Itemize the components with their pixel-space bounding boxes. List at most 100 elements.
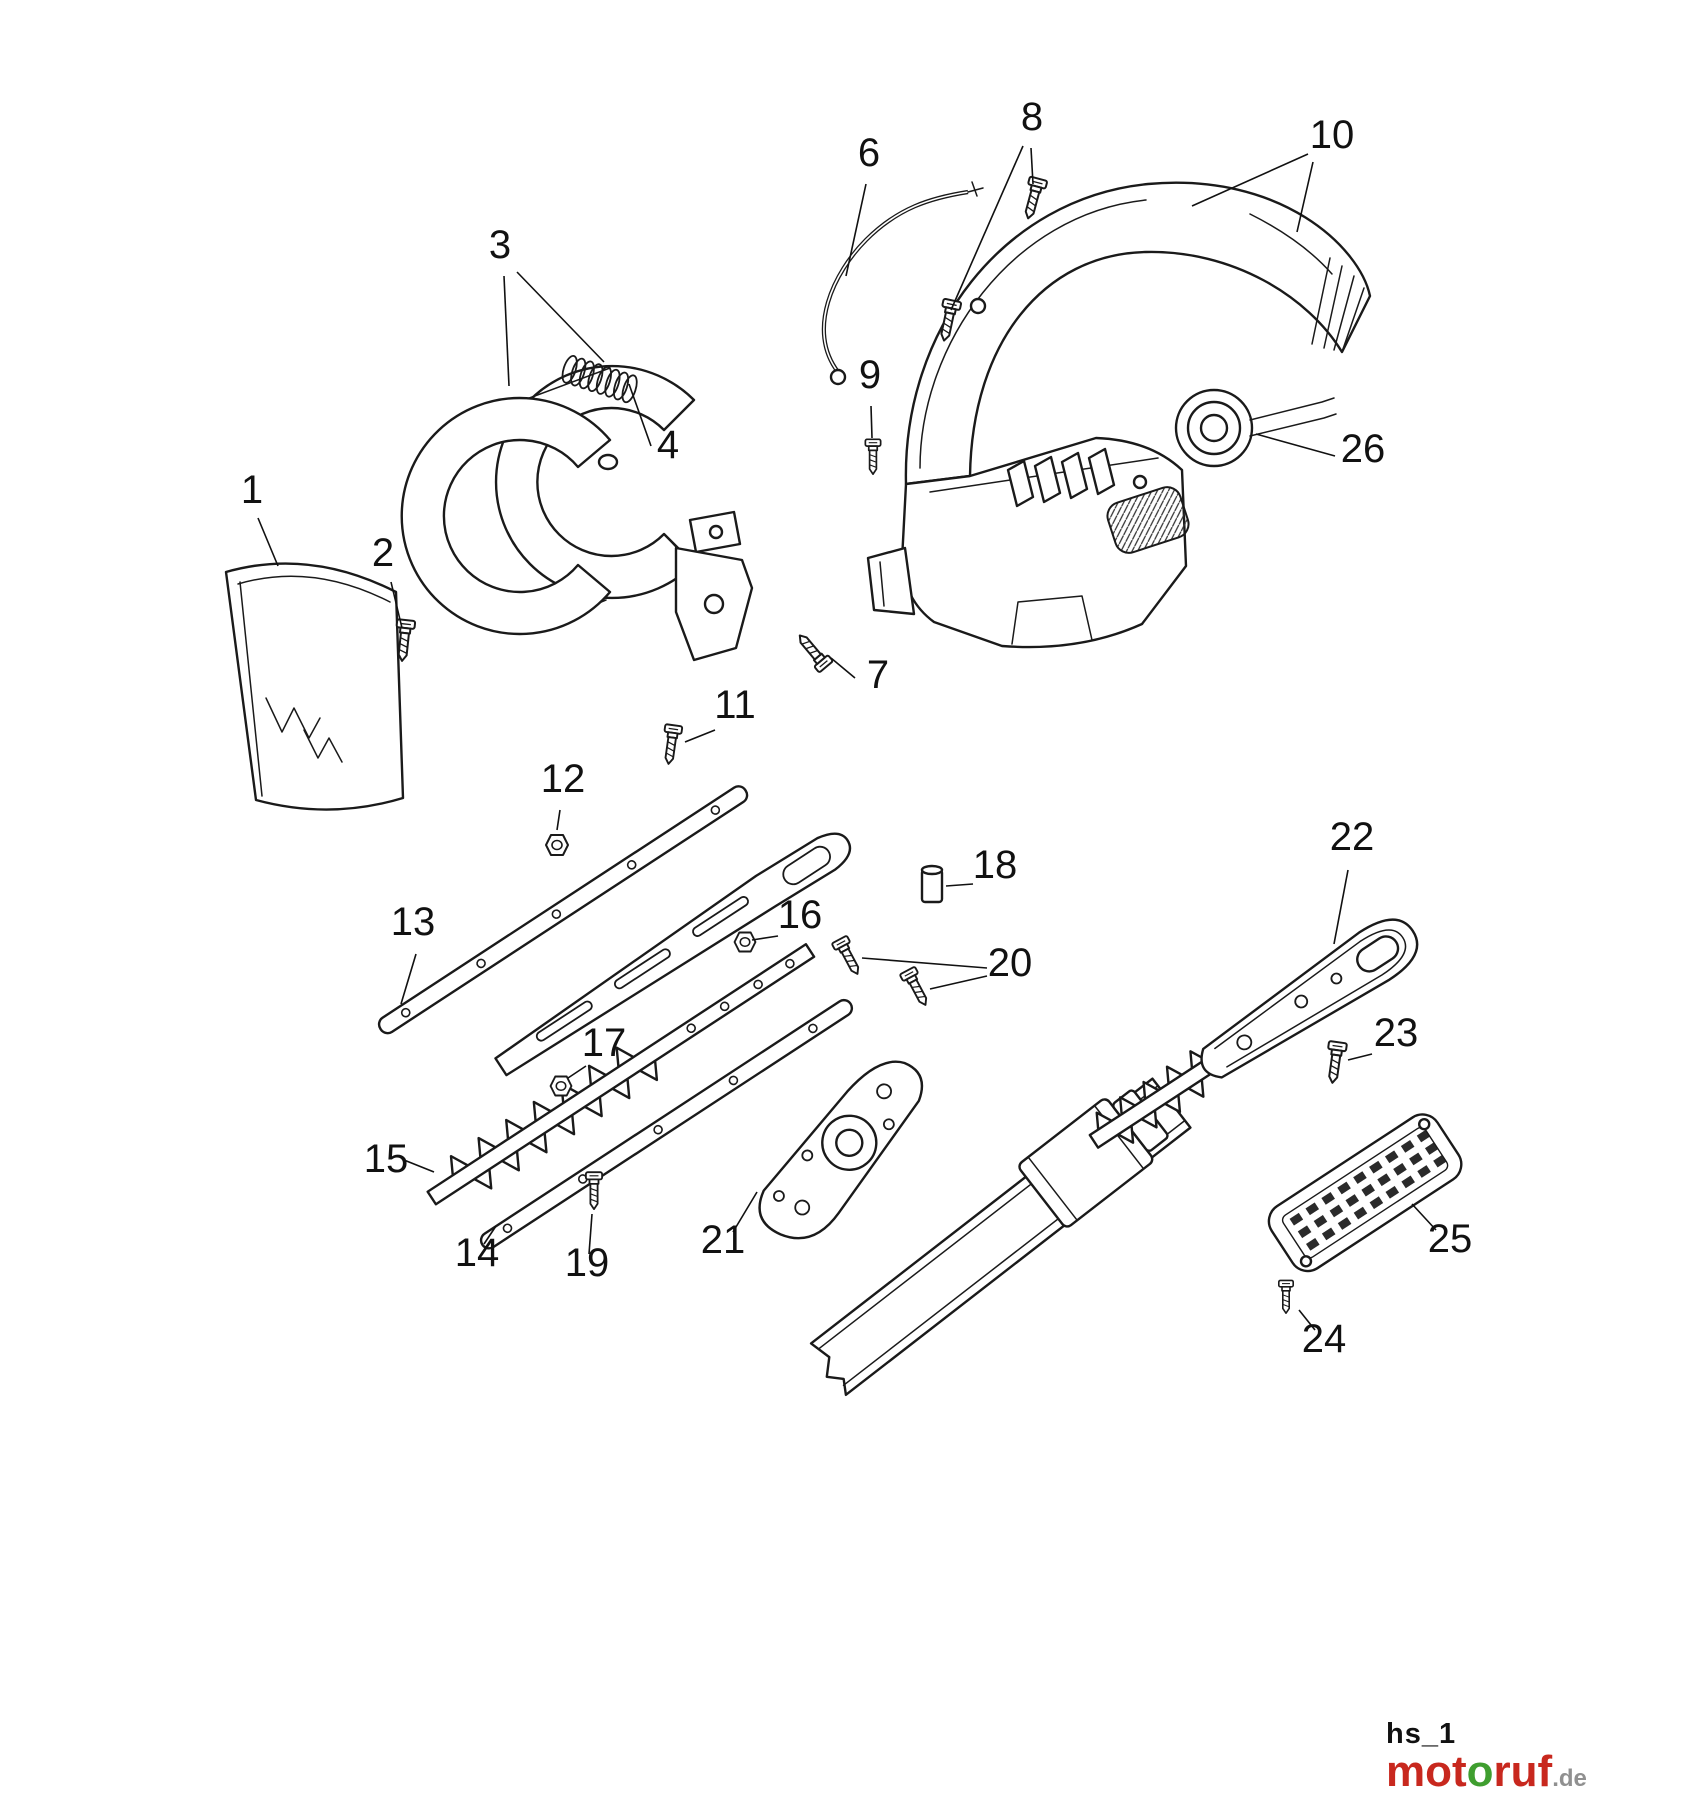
callout-number-19: 19	[565, 1241, 610, 1285]
callout-leader-24	[1298, 1309, 1316, 1331]
screw-24	[1278, 1279, 1295, 1314]
housing-vent-slats	[1006, 447, 1116, 508]
gear-housing-plate	[758, 1060, 924, 1240]
callout-number-26: 26	[1341, 427, 1386, 471]
callout-12: 12	[541, 757, 585, 831]
nut-12	[545, 834, 569, 856]
callout-layer: 1234678910111213141516171819202122232425…	[241, 95, 1472, 1361]
callout-number-20: 20	[988, 941, 1033, 985]
callout-leader-1	[257, 517, 279, 567]
callout-18: 18	[945, 843, 1018, 887]
callout-number-24: 24	[1302, 1317, 1347, 1361]
callout-number-25: 25	[1428, 1217, 1473, 1261]
cutting-blade-left	[426, 943, 816, 1206]
callout-leader-17	[567, 1065, 587, 1079]
coupler-ring-inner	[1199, 413, 1229, 443]
pin-18	[920, 864, 944, 904]
diagram-code: hs_1	[1386, 1718, 1457, 1750]
callout-leader-18	[945, 883, 974, 887]
housing-duct-innerline	[919, 199, 1147, 469]
housing-nose-ribs	[1311, 257, 1365, 353]
callout-leader-20	[861, 957, 988, 969]
callout-leader-14	[483, 1225, 497, 1245]
callout-number-23: 23	[1374, 1011, 1419, 1055]
blade-guide-upper	[377, 785, 749, 1035]
screw-20a	[830, 934, 866, 979]
bolt-7	[791, 628, 835, 674]
housing-side-flap	[866, 546, 916, 616]
screw-11	[659, 723, 684, 767]
callout-20: 20	[861, 941, 1033, 990]
blade-spine	[426, 943, 816, 1206]
pin-top	[920, 864, 944, 876]
callout-1: 1	[241, 468, 279, 567]
cable-core	[823, 191, 969, 373]
top-plate-innerline	[1214, 929, 1407, 1068]
callout-leader-3	[503, 275, 510, 387]
callout-number-9: 9	[859, 353, 881, 397]
callout-number-3: 3	[489, 223, 511, 267]
nut-16	[733, 931, 757, 953]
housing-duct-arc	[1249, 213, 1333, 275]
callout-leader-10	[1191, 153, 1309, 207]
throttle-cable	[821, 181, 984, 386]
callout-8: 8	[950, 95, 1043, 311]
housing-grip-hatch	[1106, 486, 1190, 554]
callout-number-16: 16	[778, 893, 823, 937]
housing-duct-outline	[904, 181, 1372, 486]
guard-tear-marks-2	[303, 729, 343, 763]
main-housing	[866, 181, 1372, 649]
callout-2: 2	[372, 531, 403, 629]
cover-grid-plate	[1267, 1113, 1463, 1273]
blade-carrier	[494, 832, 852, 1077]
brand-segment: o	[1466, 1746, 1494, 1796]
callout-leader-16	[751, 935, 779, 941]
callout-leader-15	[403, 1159, 435, 1173]
callout-19: 19	[565, 1213, 610, 1285]
brand-tld: .de	[1552, 1764, 1587, 1792]
callout-21: 21	[701, 1191, 758, 1262]
callout-11: 11	[684, 683, 756, 743]
footer: hs_1 motoruf.de	[1386, 1718, 1587, 1796]
callout-leader-6	[845, 183, 867, 277]
gear-plate-bore	[835, 1128, 864, 1157]
callout-23: 23	[1347, 1011, 1419, 1061]
callout-number-8: 8	[1021, 95, 1043, 139]
guard-fold-top	[237, 575, 391, 603]
top-plate-outline	[1200, 918, 1419, 1079]
housing-flap-fold	[879, 561, 885, 607]
callout-number-11: 11	[714, 683, 756, 727]
callout-7: 7	[830, 653, 889, 697]
callout-leader-3	[516, 271, 605, 363]
handle-ring-front	[400, 396, 612, 636]
callout-14: 14	[455, 1225, 499, 1275]
callout-leader-22	[1333, 869, 1349, 945]
carrier-outline	[494, 832, 852, 1077]
callout-number-18: 18	[973, 843, 1018, 887]
top-plate-slot	[1356, 935, 1400, 973]
handle-latch-hole	[708, 524, 724, 540]
handle-spring	[561, 354, 638, 404]
callout-9: 9	[859, 353, 881, 439]
callout-leader-8	[950, 145, 1024, 311]
callout-number-4: 4	[657, 423, 679, 467]
cable-eyelet	[829, 368, 847, 386]
callout-number-21: 21	[701, 1218, 746, 1262]
callout-15: 15	[364, 1137, 435, 1181]
callout-leader-8	[1030, 147, 1034, 185]
callout-25: 25	[1411, 1203, 1473, 1261]
guard-fold-left	[239, 581, 263, 797]
callout-6: 6	[845, 131, 880, 277]
callout-leader-21	[732, 1191, 758, 1233]
callout-leader-7	[830, 657, 856, 679]
callout-leader-25	[1411, 1203, 1437, 1231]
callout-number-15: 15	[364, 1137, 409, 1181]
cable-tip	[967, 181, 984, 197]
callout-number-1: 1	[241, 468, 263, 512]
blade-guide-lower	[479, 998, 854, 1250]
callout-number-22: 22	[1330, 815, 1375, 859]
housing-boss-hole	[969, 297, 987, 315]
callout-leader-13	[400, 953, 417, 1005]
